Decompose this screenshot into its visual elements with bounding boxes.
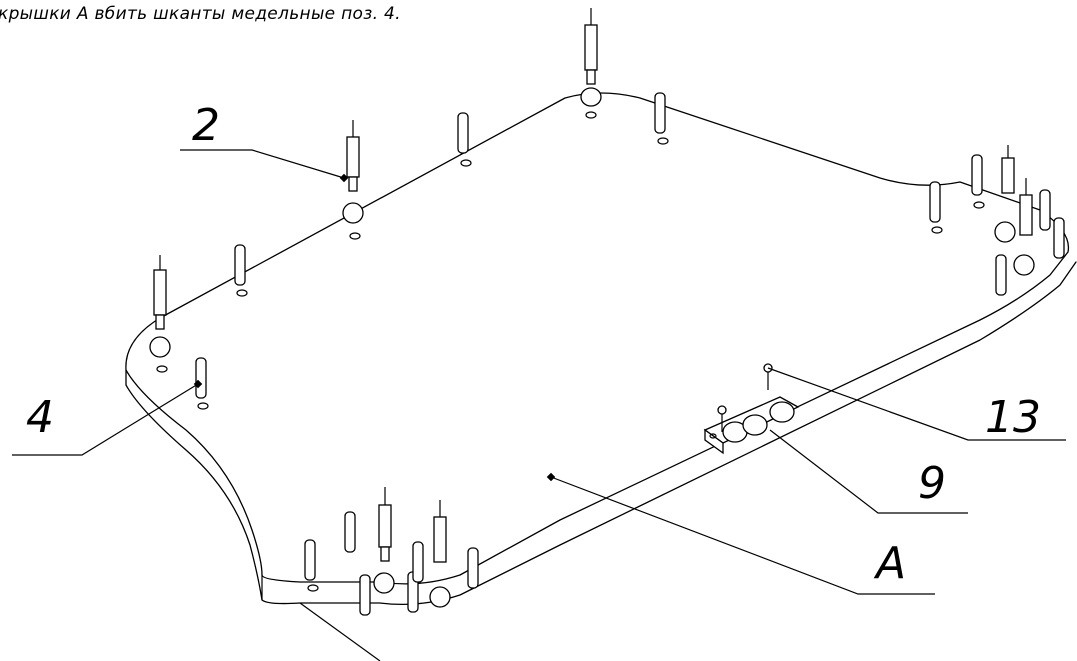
cam-housing [373, 572, 395, 594]
dowel [234, 244, 248, 297]
latch-assembly [703, 396, 800, 455]
cam-pin [1019, 178, 1033, 236]
leader-A [550, 476, 935, 595]
dowel [1039, 189, 1051, 231]
panel-bottom-edge [125, 261, 1077, 606]
dowel [344, 511, 356, 553]
cam-housing [1013, 254, 1035, 276]
dowel [359, 574, 371, 616]
dowel [195, 357, 209, 410]
dowel [412, 541, 424, 583]
cam-pin [378, 487, 392, 562]
cam-housing [580, 87, 602, 119]
callout-A: A [876, 538, 907, 589]
callout-2: 2 [192, 100, 220, 151]
callout-13: 13 [985, 392, 1041, 443]
callout-4: 4 [26, 392, 54, 443]
screw [717, 405, 727, 432]
dowel [929, 181, 943, 234]
cam-housing [149, 336, 171, 373]
cam-housing [429, 586, 451, 608]
dowel [304, 539, 319, 592]
dowel [654, 92, 669, 145]
cam-pin [1001, 145, 1015, 194]
cam-housing [342, 202, 364, 240]
assembly-note: крышки А вбить шканты медельные поз. 4. [0, 4, 401, 24]
panel-edge-bottom [299, 602, 381, 661]
dowel [995, 254, 1007, 296]
cam-pin [433, 500, 447, 563]
leader-13 [767, 367, 1066, 441]
panel-top-outline [125, 92, 1070, 585]
cam-pin [153, 255, 167, 330]
dowel [971, 154, 985, 209]
cam-housing [994, 221, 1016, 243]
leader-9 [769, 429, 968, 514]
dowel [1053, 217, 1065, 259]
cam-pin [584, 8, 598, 85]
dowel [467, 547, 479, 589]
cam-pin [346, 120, 360, 192]
leader-4 [12, 383, 199, 456]
dowel [457, 112, 472, 167]
leader-2 [180, 149, 345, 179]
callout-9: 9 [918, 458, 946, 509]
screw [763, 363, 773, 390]
